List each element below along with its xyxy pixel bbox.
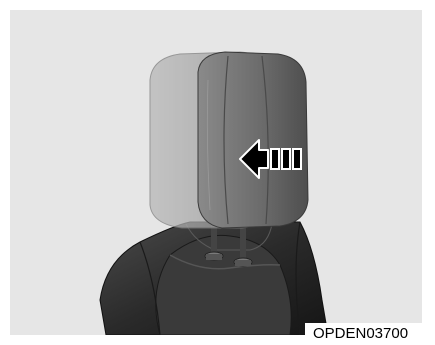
headrest-illustration — [10, 10, 422, 335]
headrest-forward-position — [198, 52, 308, 228]
figure-code-label: OPDEN03700 — [305, 323, 435, 345]
